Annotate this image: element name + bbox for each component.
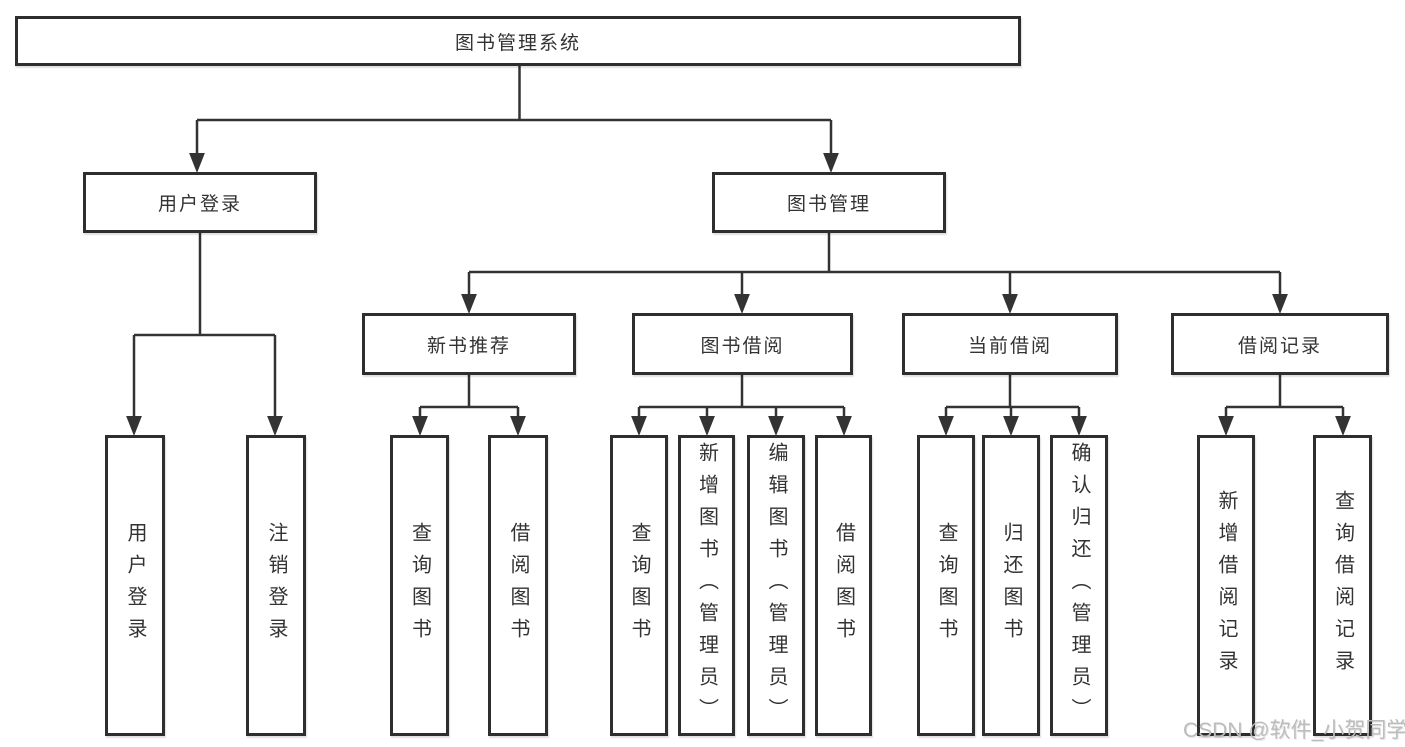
leaf-return-books: 归还图书 [982,435,1040,736]
leaf-label: 用户登录 [124,521,146,650]
connector-user-login-branch [126,232,283,436]
node-label: 新书推荐 [426,335,511,357]
node-label: 用户登录 [157,194,242,215]
connector-book-management-branch [461,232,1288,314]
leaf-query-books-1: 查询图书 [390,435,449,736]
leaf-logout: 注销登录 [246,435,306,736]
leaf-borrow-books-1: 借阅图书 [488,435,548,736]
leaf-confirm-return-admin: 确认归还（管理员） [1050,435,1108,736]
leaf-label: 注销登录 [265,521,287,650]
csdn-watermark: CSDN @软件_小贺同学 [1183,719,1405,742]
node-library-system-root: 图书管理系统 [15,16,1021,66]
connector-new-book-branch [412,374,526,436]
node-label: 图书管理 [786,194,871,215]
connector-current-borrow-branch [938,374,1087,436]
leaf-add-borrow-record: 新增借阅记录 [1197,435,1255,736]
leaf-query-books-2: 查询图书 [610,435,668,736]
leaf-label: 查询借阅记录 [1331,489,1354,682]
leaf-label: 确认归还（管理员） [1068,441,1090,730]
leaf-label: 借阅图书 [507,521,529,650]
leaf-label: 查询图书 [408,521,431,650]
node-label: 图书借阅 [700,335,785,357]
connector-root-to-branches [189,66,839,173]
node-current-borrow: 当前借阅 [902,313,1118,375]
leaf-label: 新增借阅记录 [1215,489,1237,682]
node-user-login: 用户登录 [83,172,317,233]
leaf-label: 归还图书 [1000,521,1022,650]
leaf-label: 借阅图书 [832,521,855,650]
leaf-label: 查询图书 [935,521,957,650]
node-new-book-recommend: 新书推荐 [362,313,576,375]
node-label: 图书管理系统 [454,32,581,54]
connector-borrow-record-branch [1218,374,1351,436]
node-book-management: 图书管理 [712,172,946,233]
node-borrow-record: 借阅记录 [1171,313,1389,375]
leaf-query-books-3: 查询图书 [917,435,975,736]
leaf-label: 新增图书（管理员） [695,441,718,730]
leaf-query-borrow-record: 查询借阅记录 [1313,435,1372,736]
leaf-add-books-admin: 新增图书（管理员） [678,435,735,736]
leaf-borrow-books-2: 借阅图书 [815,435,872,736]
leaf-edit-books-admin: 编辑图书（管理员） [747,435,805,736]
node-label: 借阅记录 [1237,335,1322,357]
node-label: 当前借阅 [967,335,1052,357]
connector-book-borrow-branch [631,374,852,436]
node-book-borrow: 图书借阅 [632,313,853,375]
leaf-user-login: 用户登录 [105,435,165,736]
leaf-label: 查询图书 [628,521,650,650]
leaf-label: 编辑图书（管理员） [765,441,787,730]
